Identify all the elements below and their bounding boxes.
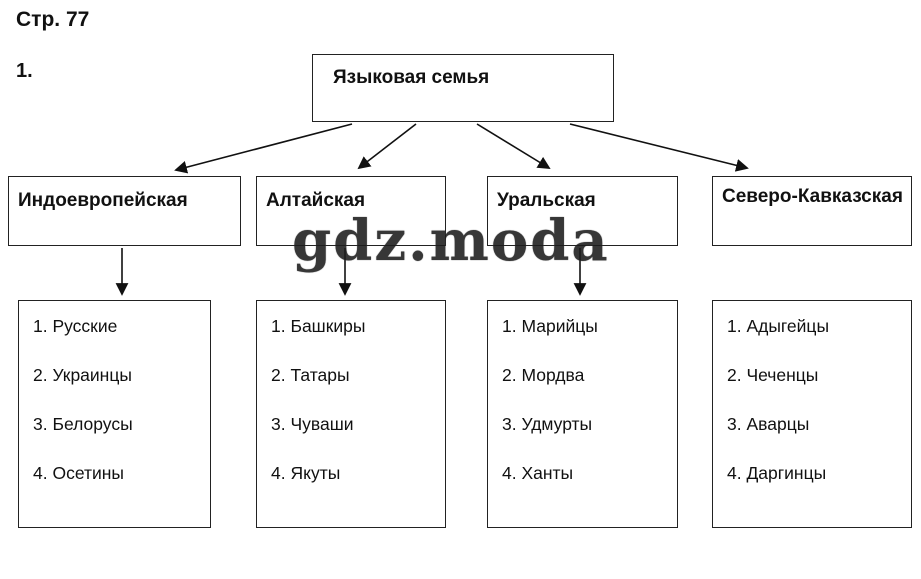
family-node-uralic: Уральская	[487, 176, 678, 246]
list-item: 4. Якуты	[271, 463, 341, 483]
peoples-list-north-caucasian: 1. Адыгейцы 2. Чеченцы 3. Аварцы 4. Дарг…	[712, 300, 912, 528]
family-node-label: Уральская	[497, 190, 596, 211]
list-item: 4. Даргинцы	[727, 463, 827, 483]
list-item: 2. Чеченцы	[727, 365, 819, 385]
peoples-list-altaic: 1. Башкиры 2. Татары 3. Чуваши 4. Якуты	[256, 300, 446, 528]
list-item: 2. Украинцы	[33, 365, 132, 385]
peoples-list-indo-european: 1. Русские 2. Украинцы 3. Белорусы 4. Ос…	[18, 300, 211, 528]
list-item: 1. Адыгейцы	[727, 316, 830, 336]
list-item: 4. Осетины	[33, 463, 125, 483]
family-node-indo-european: Индоевропейская	[8, 176, 241, 246]
root-node-language-family: Языковая семья	[312, 54, 614, 122]
arrow-root-to-family-2	[357, 123, 417, 170]
peoples-list-uralic: 1. Марийцы 2. Мордва 3. Удмурты 4. Ханты	[487, 300, 678, 528]
family-node-label: Северо-Кавказская	[722, 186, 903, 207]
task-number-label: 1.	[16, 60, 33, 82]
list-item: 1. Башкиры	[271, 316, 366, 336]
list-item: 3. Аварцы	[727, 414, 810, 434]
arrow-root-to-family-3	[476, 123, 551, 170]
list-item: 1. Марийцы	[502, 316, 598, 336]
list-item: 1. Русские	[33, 316, 118, 336]
arrow-root-to-family-4	[569, 123, 749, 172]
family-node-altaic: Алтайская	[256, 176, 446, 246]
page-number-label: Стр. 77	[16, 8, 90, 31]
list-item: 3. Удмурты	[502, 414, 593, 434]
list-item: 4. Ханты	[502, 463, 574, 483]
arrow-root-to-family-1	[174, 123, 353, 174]
family-node-label: Индоевропейская	[18, 190, 188, 211]
family-node-label: Алтайская	[266, 190, 366, 211]
family-node-north-caucasian: Северо-Кавказская	[712, 176, 912, 246]
list-item: 2. Татары	[271, 365, 350, 385]
list-item: 2. Мордва	[502, 365, 585, 385]
list-item: 3. Белорусы	[33, 414, 133, 434]
root-node-label: Языковая семья	[333, 67, 490, 88]
list-item: 3. Чуваши	[271, 414, 354, 434]
